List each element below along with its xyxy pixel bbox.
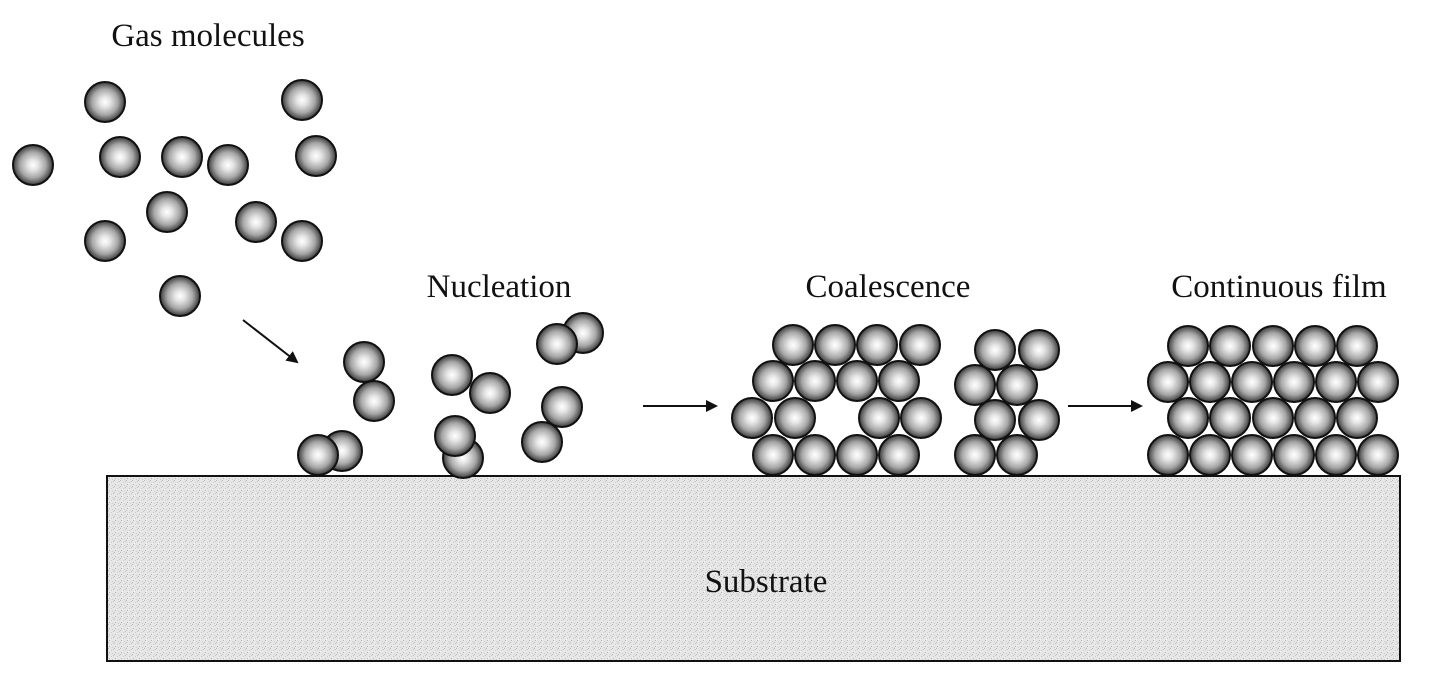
gas-molecule	[161, 136, 203, 178]
coalescence-molecule	[836, 360, 878, 402]
gas-molecule	[235, 201, 277, 243]
gas-molecule	[84, 81, 126, 123]
film-molecule	[1315, 434, 1357, 476]
coalescence-molecule	[794, 434, 836, 476]
coalescence-molecule	[974, 399, 1016, 441]
coalescence-molecule	[878, 360, 920, 402]
film-molecule	[1147, 361, 1189, 403]
film-molecule	[1209, 397, 1251, 439]
coalescence-molecule	[1018, 329, 1060, 371]
gas-molecule	[281, 79, 323, 121]
gas-molecule	[12, 144, 54, 186]
arrow-gas-to-nucleation	[242, 319, 299, 364]
nucleation-molecule	[469, 372, 511, 414]
coalescence-molecule	[774, 397, 816, 439]
continuous-film-group	[1147, 325, 1399, 476]
coalescence-molecule	[954, 364, 996, 406]
gas-molecules-label: Gas molecules	[111, 18, 304, 54]
gas-molecule	[84, 220, 126, 262]
gas-molecule	[146, 191, 188, 233]
gas-molecule	[159, 275, 201, 317]
film-molecule	[1294, 397, 1336, 439]
coalescence-molecule	[794, 360, 836, 402]
gas-molecule	[295, 135, 337, 177]
film-molecule	[1252, 397, 1294, 439]
coalescence-molecule	[899, 324, 941, 366]
substrate: Substrate	[106, 475, 1401, 662]
coalescence-islands-group	[731, 324, 1060, 476]
film-molecule	[1189, 434, 1231, 476]
nucleation-molecule	[431, 354, 473, 396]
film-molecule	[1167, 397, 1209, 439]
coalescence-label: Coalescence	[806, 269, 971, 305]
coalescence-molecule	[878, 434, 920, 476]
film-molecule	[1315, 361, 1357, 403]
film-molecule	[1231, 361, 1273, 403]
process-arrows	[242, 319, 1143, 412]
nucleation-molecule	[353, 380, 395, 422]
gas-molecule	[99, 136, 141, 178]
coalescence-molecule	[752, 434, 794, 476]
gas-molecules-group	[12, 79, 337, 317]
coalescence-molecule	[996, 434, 1038, 476]
nucleation-label: Nucleation	[427, 269, 572, 305]
film-molecule	[1273, 434, 1315, 476]
coalescence-molecule	[900, 397, 942, 439]
film-molecule	[1357, 361, 1399, 403]
nucleation-molecule	[536, 323, 578, 365]
film-molecule	[1167, 325, 1209, 367]
coalescence-molecule	[731, 397, 773, 439]
coalescence-molecule	[996, 364, 1038, 406]
coalescence-molecule	[836, 434, 878, 476]
coalescence-molecule	[858, 397, 900, 439]
coalescence-molecule	[772, 324, 814, 366]
coalescence-molecule	[752, 360, 794, 402]
film-molecule	[1231, 434, 1273, 476]
nucleation-molecule	[521, 421, 563, 463]
film-molecule	[1252, 325, 1294, 367]
film-molecule	[1189, 361, 1231, 403]
gas-molecule	[281, 220, 323, 262]
film-molecule	[1336, 325, 1378, 367]
film-molecule	[1273, 361, 1315, 403]
film-molecule	[1294, 325, 1336, 367]
continuous-film-label: Continuous film	[1171, 269, 1387, 305]
gas-molecule	[207, 144, 249, 186]
coalescence-molecule	[974, 329, 1016, 371]
nucleation-molecule	[434, 415, 476, 457]
film-molecule	[1357, 434, 1399, 476]
substrate-label: Substrate	[705, 564, 828, 600]
film-molecule	[1336, 397, 1378, 439]
nucleation-molecule	[343, 341, 385, 383]
coalescence-molecule	[1018, 399, 1060, 441]
film-molecule	[1209, 325, 1251, 367]
film-molecule	[1147, 434, 1189, 476]
nucleation-clusters-group	[297, 312, 604, 479]
coalescence-molecule	[814, 324, 856, 366]
substrate-block	[106, 475, 1401, 662]
nucleation-molecule	[541, 386, 583, 428]
coalescence-molecule	[954, 434, 996, 476]
nucleation-molecule	[297, 434, 339, 476]
coalescence-molecule	[856, 324, 898, 366]
